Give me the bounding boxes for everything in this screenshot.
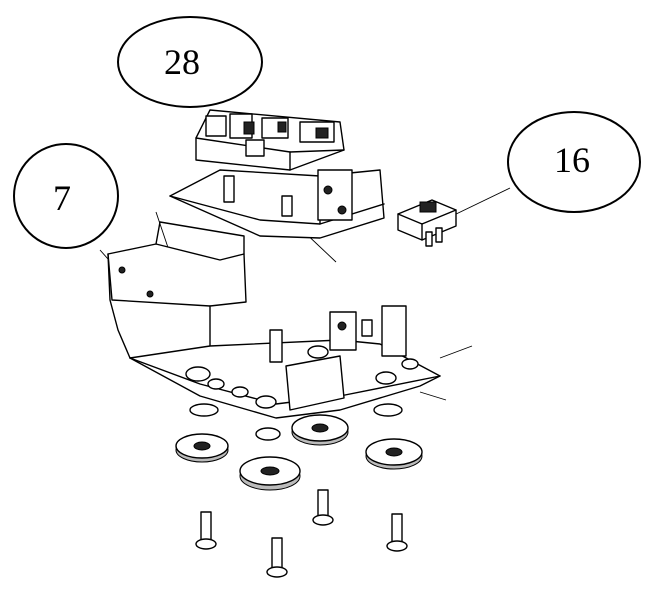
- callout-7-label: 7: [53, 178, 71, 218]
- screw-4: [266, 537, 288, 578]
- sensor-part: [397, 199, 457, 247]
- pulley-left: [175, 433, 229, 463]
- callout-7: 7: [13, 143, 119, 249]
- screw-3: [386, 513, 408, 552]
- screw-1: [195, 511, 217, 550]
- pulley-center-top: [291, 414, 349, 446]
- pulley-center-bottom: [239, 456, 301, 491]
- pulley-right: [365, 438, 423, 470]
- callout-16-label: 16: [554, 140, 590, 180]
- pcb-module: [195, 109, 345, 171]
- callout-28-label: 28: [164, 42, 200, 82]
- callout-16: 16: [507, 111, 641, 213]
- washers: [189, 403, 403, 441]
- pulleys: [175, 414, 423, 491]
- main-chassis: [107, 221, 441, 419]
- screws: [195, 489, 408, 578]
- middle-bracket: [169, 169, 385, 239]
- screw-2: [312, 489, 334, 526]
- callout-28: 28: [117, 16, 263, 108]
